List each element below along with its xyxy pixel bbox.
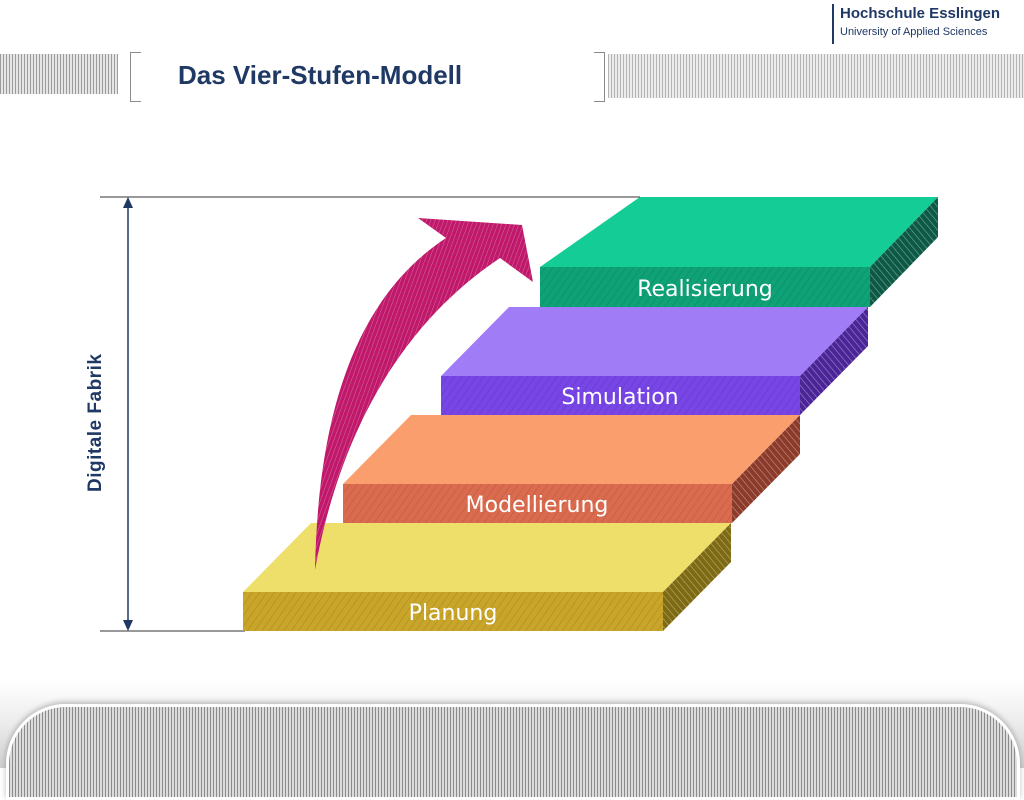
step-planung: Planung <box>243 523 731 631</box>
step-simulation: Simulation <box>441 307 868 415</box>
step-planung-top <box>243 523 731 592</box>
step-label-planung: Planung <box>409 601 498 626</box>
axis-arrow-up-icon <box>123 197 133 208</box>
step-modellierung-side-hatch <box>732 415 800 523</box>
four-step-diagram: Digitale Fabrik Planung Modellierung <box>85 196 938 632</box>
header-stripes-right <box>608 54 1024 98</box>
title-bracket-left <box>130 52 141 102</box>
step-label-simulation: Simulation <box>561 385 678 410</box>
progress-arrow-hatch <box>315 218 533 570</box>
axis-label: Digitale Fabrik <box>85 354 106 492</box>
step-realisierung-front-hatch <box>540 267 870 307</box>
title-bracket-right <box>594 52 605 102</box>
step-label-realisierung: Realisierung <box>637 277 773 302</box>
step-simulation-top <box>441 307 868 376</box>
logo-name: Hochschule Esslingen <box>840 5 1001 22</box>
step-realisierung-side-hatch <box>870 197 938 307</box>
step-realisierung: Realisierung <box>540 197 938 307</box>
axis: Digitale Fabrik <box>85 196 640 632</box>
step-planung-front-hatch <box>243 592 663 631</box>
step-simulation-front-hatch <box>441 376 800 415</box>
step-simulation-side-hatch <box>800 307 868 415</box>
step-modellierung: Modellierung <box>343 415 800 523</box>
university-logo: Hochschule Esslingen University of Appli… <box>832 4 1000 44</box>
step-label-modellierung: Modellierung <box>466 493 609 518</box>
step-realisierung-top <box>540 197 938 267</box>
slide: Das Vier-Stufen-Modell Hochschule Esslin… <box>0 4 1024 800</box>
step-planung-side-hatch <box>663 523 731 631</box>
axis-arrow-down-icon <box>123 620 133 631</box>
page-title: Das Vier-Stufen-Modell <box>178 60 463 90</box>
step-modellierung-front-hatch <box>343 484 732 523</box>
progress-arrow-icon <box>315 218 533 570</box>
footer-decoration <box>6 704 1020 800</box>
step-modellierung-top <box>343 415 800 484</box>
logo-subtitle: University of Applied Sciences <box>840 26 988 38</box>
header-stripes-left <box>0 54 118 94</box>
